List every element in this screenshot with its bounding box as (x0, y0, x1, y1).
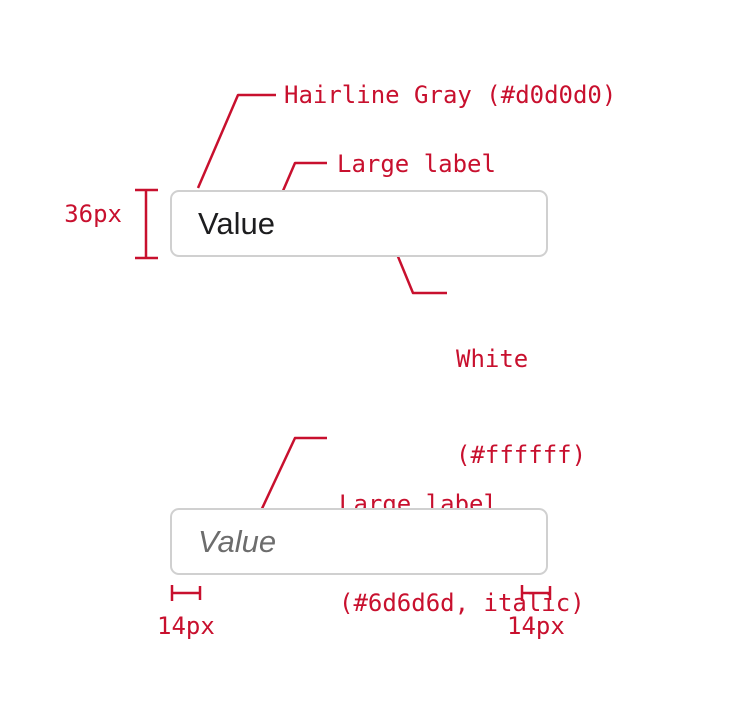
leader-line-hairline-gray (196, 93, 276, 189)
annotation-white-line1: White (456, 345, 529, 373)
text-input-placeholder[interactable]: Value (170, 508, 548, 575)
annotation-large-label-bottom-line2: (#6d6d6d, italic) (339, 589, 585, 617)
annotation-padding-left-dim: 14px (157, 612, 215, 640)
annotation-height-dim: 36px (64, 200, 122, 228)
annotation-large-label-top: Large label (337, 150, 496, 178)
annotation-hairline-gray: Hairline Gray (#d0d0d0) (284, 81, 617, 109)
input-placeholder-text: Value (198, 523, 277, 559)
annotation-white-line2: (#ffffff) (456, 441, 587, 469)
annotation-padding-right-dim: 14px (507, 612, 565, 640)
input-value-text: Value (198, 205, 275, 241)
annotation-white: White (#ffffff) (456, 279, 586, 535)
text-input-filled[interactable]: Value (170, 190, 548, 257)
